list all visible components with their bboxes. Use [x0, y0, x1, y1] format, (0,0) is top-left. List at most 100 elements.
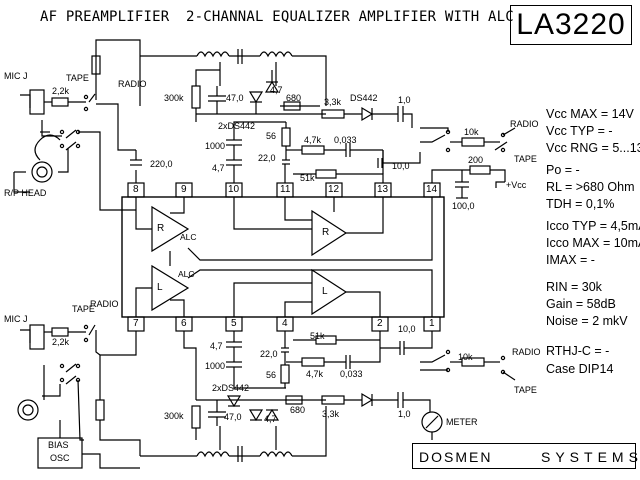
- r-2k2-top: 2,2k: [52, 86, 70, 96]
- c-47-top: 47,0: [226, 93, 244, 103]
- inductor-bottom-right: [259, 451, 293, 458]
- c-22-bottom: 22,0: [260, 349, 278, 359]
- brand-word-2: SYSTEMS: [541, 449, 640, 465]
- c-4-7b-bottom: 4,7: [264, 414, 277, 424]
- spec-tdh: TDH = 0,1%: [546, 197, 615, 211]
- pin-4: 4: [282, 318, 288, 329]
- c-10-top: 10,0: [392, 161, 410, 171]
- spec-icco-max: Icco MAX = 10mA: [546, 236, 640, 250]
- brand-word-1: DOSMEN: [419, 449, 493, 465]
- r-4k7-top: 4,7k: [304, 135, 322, 145]
- inductor-top-right: [259, 51, 293, 58]
- spec-rl: RL = >680 Ohm: [546, 180, 635, 194]
- ds442-top: DS442: [350, 93, 378, 103]
- r-56-bottom: 56: [266, 370, 277, 380]
- mic-jack-bottom-label: MIC J: [4, 314, 28, 324]
- pin-10: 10: [228, 184, 240, 195]
- r-10k-top: 10k: [464, 127, 479, 137]
- r-51k-bottom: 51k: [310, 331, 325, 341]
- amp-l-label: L: [157, 282, 163, 293]
- pin-12: 12: [328, 184, 340, 195]
- r-56-top: 56: [266, 131, 277, 141]
- r-300k-top: 300k: [164, 93, 184, 103]
- r-300k-bottom: 300k: [164, 411, 184, 421]
- c-4-7-top: 4,7: [270, 85, 283, 95]
- mic-jack-top-label: MIC J: [4, 71, 28, 81]
- pin-2: 2: [377, 318, 383, 329]
- c-1000-top: 1000: [205, 141, 226, 151]
- radio-bottom-label: RADIO: [90, 299, 119, 309]
- c-1000-bottom: 1000: [205, 361, 226, 371]
- c-10-bottom: 10,0: [398, 324, 416, 334]
- c-47-bottom: 47,0: [224, 412, 242, 422]
- c-100: 100,0: [452, 201, 475, 211]
- chip-part-number: LA3220: [510, 5, 632, 45]
- pin-11: 11: [280, 184, 291, 195]
- r-680-bottom: 680: [290, 405, 306, 415]
- c-4-7c-top: 4,7: [212, 163, 225, 173]
- r-10k-bottom: 10k: [458, 352, 473, 362]
- r-4k7-bottom: 4,7k: [306, 369, 324, 379]
- c-22-top: 22,0: [258, 153, 276, 163]
- spec-rthj: RTHJ-C = -: [546, 344, 610, 358]
- tape-top-label: TAPE: [66, 73, 89, 83]
- amp-r-out-label: R: [322, 227, 330, 238]
- inductor-bottom-left: [196, 451, 230, 458]
- spec-po: Po = -: [546, 163, 580, 177]
- pin-6: 6: [181, 318, 187, 329]
- spec-vcc-typ: Vcc TYP = -: [546, 124, 613, 138]
- c-0033-bottom: 0,033: [340, 369, 363, 379]
- pin-5: 5: [231, 318, 237, 329]
- tape-switch-top: TAPE: [514, 154, 537, 164]
- alc-label-bottom: ALC: [178, 269, 195, 279]
- c-0033-top: 0,033: [334, 135, 357, 145]
- tape-switch-bottom: TAPE: [514, 385, 537, 395]
- c-4-7a-bottom: 4,7: [210, 341, 223, 351]
- pin-1: 1: [429, 318, 435, 329]
- spec-rin: RIN = 30k: [546, 280, 602, 294]
- dual-ds442-top: 2xDS442: [218, 121, 256, 131]
- amp-r-out: [311, 209, 348, 257]
- radio-top-label: RADIO: [118, 79, 147, 89]
- spec-imax: IMAX = -: [546, 253, 595, 267]
- r-200: 200: [468, 155, 484, 165]
- pin-9: 9: [181, 184, 187, 195]
- inductor-top-left: [196, 51, 230, 58]
- r-3k3-top: 3,3k: [324, 97, 342, 107]
- c-1-bottom: 1,0: [398, 409, 411, 419]
- brand-box: DOSMEN SYSTEMS: [412, 443, 638, 469]
- radio-switch-bottom: RADIO: [512, 347, 541, 357]
- spec-icco-typ: Icco TYP = 4,5mA: [546, 219, 640, 233]
- r-680-top: 680: [286, 93, 302, 103]
- tape-bottom-label: TAPE: [72, 304, 95, 314]
- pin-7: 7: [133, 318, 139, 329]
- header-center-title: 2-CHANNAL EQUALIZER AMPLIFIER WITH ALC: [186, 9, 514, 25]
- spec-vcc-max: Vcc MAX = 14V: [546, 107, 634, 121]
- r-3k3-bottom: 3,3k: [322, 409, 340, 419]
- pin-8: 8: [133, 184, 139, 195]
- amp-l-out: [311, 268, 348, 316]
- spec-gain: Gain = 58dB: [546, 297, 616, 311]
- header-left-title: AF PREAMPLIFIER: [40, 9, 170, 25]
- pin-14: 14: [426, 184, 438, 195]
- spec-vcc-rng: Vcc RNG = 5...13V: [546, 141, 640, 155]
- c-220: 220,0: [150, 159, 173, 169]
- spec-noise: Noise = 2 mkV: [546, 314, 628, 328]
- vcc-label: +Vcc: [506, 180, 527, 190]
- rp-head-label: R/P HEAD: [4, 188, 47, 198]
- pin-13: 13: [377, 184, 389, 195]
- osc-label: OSC: [50, 453, 70, 463]
- alc-label-top: ALC: [180, 232, 197, 242]
- dual-ds442-bottom: 2xDS442: [212, 383, 250, 393]
- amp-r-label: R: [157, 223, 165, 234]
- meter-label: METER: [446, 417, 478, 427]
- radio-switch-top: RADIO: [510, 119, 539, 129]
- bias-label: BIAS: [48, 440, 69, 450]
- r-51k-top: 51k: [300, 173, 315, 183]
- spec-case: Case DIP14: [546, 362, 614, 376]
- c-1-top: 1,0: [398, 95, 411, 105]
- r-2k2-bottom: 2,2k: [52, 337, 70, 347]
- amp-l-out-label: L: [322, 286, 328, 297]
